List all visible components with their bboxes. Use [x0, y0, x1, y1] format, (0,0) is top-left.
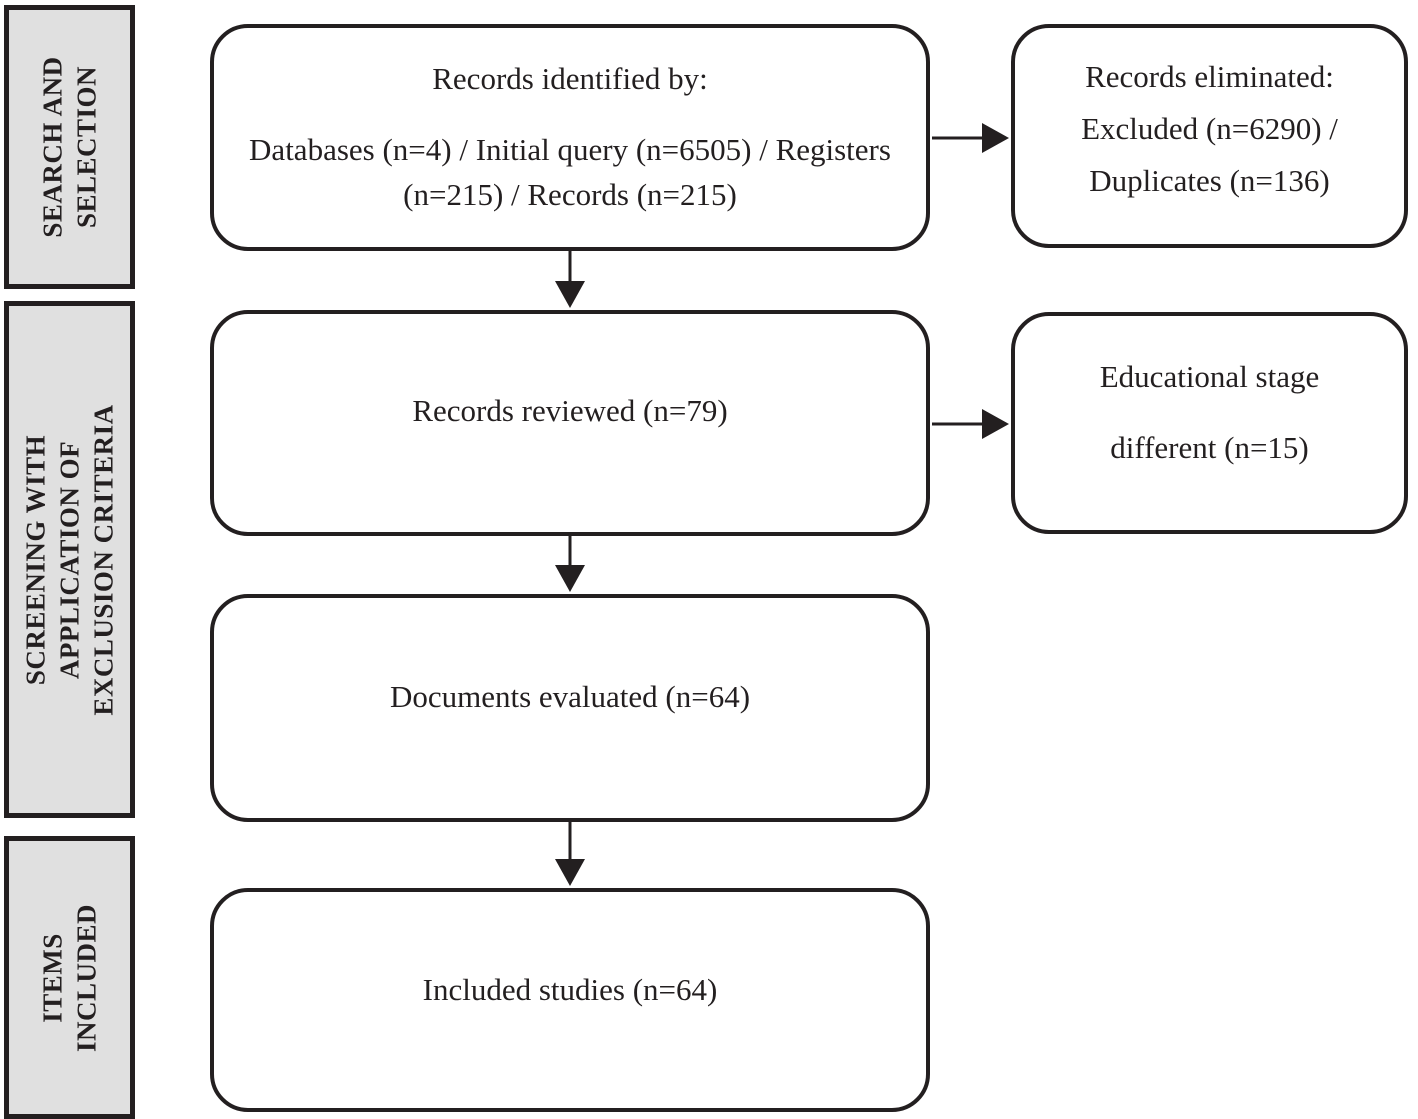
flow-box-documents-evaluated: Documents evaluated (n=64)	[210, 594, 930, 822]
exclusion-box-educational-stage: Educational stage different (n=15)	[1011, 312, 1408, 534]
stage-banner-screening: SCREENING WITH APPLICATION OF EXCLUSION …	[4, 301, 135, 818]
stage-label: SEARCH AND SELECTION	[36, 56, 101, 238]
documents-evaluated-text: Documents evaluated (n=64)	[389, 678, 751, 714]
arrow-evaluated-to-included	[555, 822, 585, 886]
flow-box-records-reviewed: Records reviewed (n=79)	[210, 310, 930, 536]
included-studies-text: Included studies (n=64)	[422, 971, 718, 1007]
stage-label: SCREENING WITH APPLICATION OF EXCLUSION …	[19, 403, 118, 716]
exclusion-box-records-eliminated: Records eliminated: Excluded (n=6290) / …	[1011, 24, 1408, 248]
stage-banner-search-and-selection: SEARCH AND SELECTION	[4, 5, 135, 289]
arrow-reviewed-to-evaluated	[555, 536, 585, 592]
arrow-identified-to-reviewed	[555, 251, 585, 308]
arrow-reviewed-to-educational-stage	[932, 409, 1009, 439]
flow-box-records-identified: Records identified by: Databases (n=4) /…	[210, 24, 930, 251]
records-reviewed-text: Records reviewed (n=79)	[412, 392, 728, 428]
records-eliminated-text: Records eliminated: Excluded (n=6290) / …	[1081, 58, 1338, 199]
records-identified-detail: Databases (n=4) / Initial query (n=6505)…	[249, 132, 891, 212]
educational-stage-text: Educational stage different (n=15)	[1099, 358, 1320, 465]
flow-box-included-studies: Included studies (n=64)	[210, 888, 930, 1112]
stage-banner-items-included: ITEMS INCLUDED	[4, 836, 135, 1119]
stage-label: ITEMS INCLUDED	[36, 903, 101, 1052]
records-identified-title: Records identified by:	[432, 61, 708, 97]
arrow-identified-to-eliminated	[932, 123, 1009, 153]
